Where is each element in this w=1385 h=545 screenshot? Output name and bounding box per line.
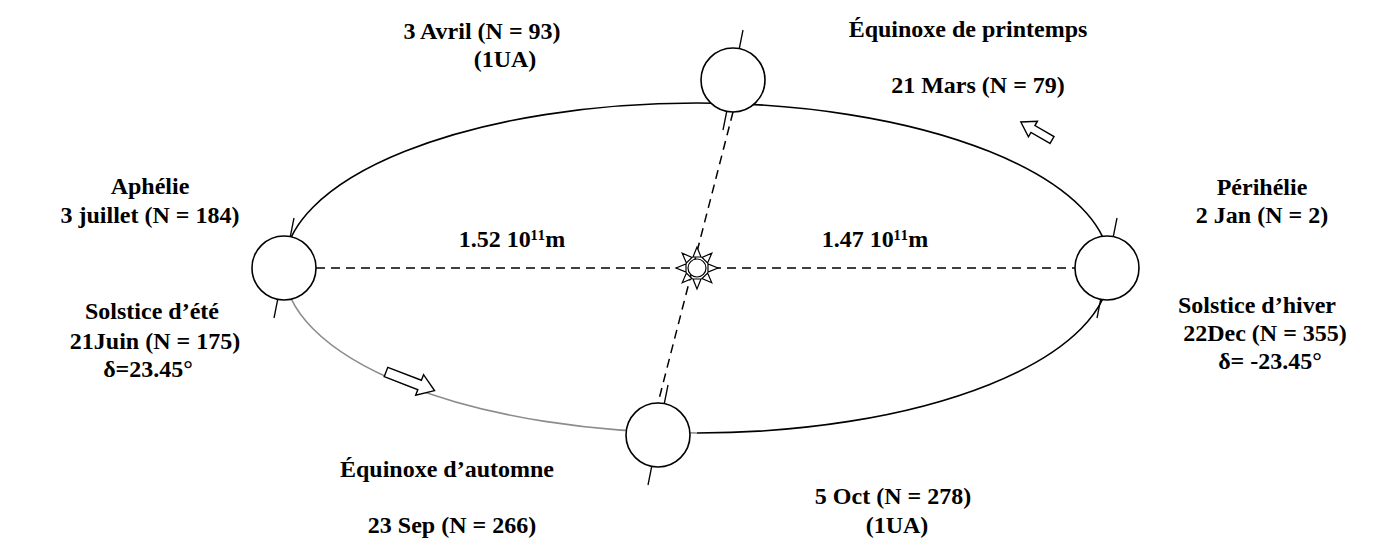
earth-circle (626, 403, 690, 467)
sun-symbol (676, 247, 718, 289)
direction-arrow (1016, 114, 1056, 148)
orbit-label: 3 Avril (N = 93) (403, 18, 560, 46)
sun-ray (676, 264, 686, 272)
orbit-label: δ=23.45° (103, 356, 193, 384)
orbit-label: δ= -23.45° (1218, 348, 1322, 376)
orbit-label: (1UA) (474, 46, 537, 74)
sun-disc (688, 259, 706, 277)
sun-ray (693, 247, 701, 257)
orbit-label: 21 Mars (N = 79) (891, 72, 1065, 100)
apsis-line (712, 267, 1075, 269)
orbit-label: 1.52 10¹¹m (459, 226, 565, 254)
orbit-label: (1UA) (866, 512, 929, 540)
orbit-arc (697, 268, 1110, 433)
sun-ray (693, 279, 701, 289)
orbit-label: 21Juin (N = 175) (70, 328, 240, 356)
orbit-label: Solstice d’hiver (1178, 292, 1336, 320)
orbit-label: 3 juillet (N = 184) (61, 202, 240, 230)
orbit-arc (284, 268, 697, 433)
orbit-arc (284, 103, 1110, 268)
orbit-label: 5 Oct (N = 278) (815, 483, 971, 511)
orbit-label: Équinoxe d’automne (340, 456, 554, 484)
earth-circle (701, 48, 765, 112)
apsis-line (316, 267, 682, 269)
earth-circle (252, 236, 316, 300)
orbit-label: 22Dec (N = 355) (1183, 320, 1347, 348)
earth-circle (1075, 236, 1139, 300)
direction-arrow (382, 362, 438, 401)
orbit-label: Périhélie (1217, 174, 1308, 202)
orbit-label: 1.47 10¹¹m (822, 226, 928, 254)
orbit-label: 23 Sep (N = 266) (368, 512, 536, 540)
orbit-label: Aphélie (111, 173, 190, 201)
orbit-label: Solstice d’été (85, 298, 219, 326)
orbit-label: 2 Jan (N = 2) (1196, 202, 1328, 230)
equinox-line (658, 112, 733, 403)
sun-ray (708, 264, 718, 272)
orbit-label: Équinoxe de printemps (849, 16, 1088, 44)
